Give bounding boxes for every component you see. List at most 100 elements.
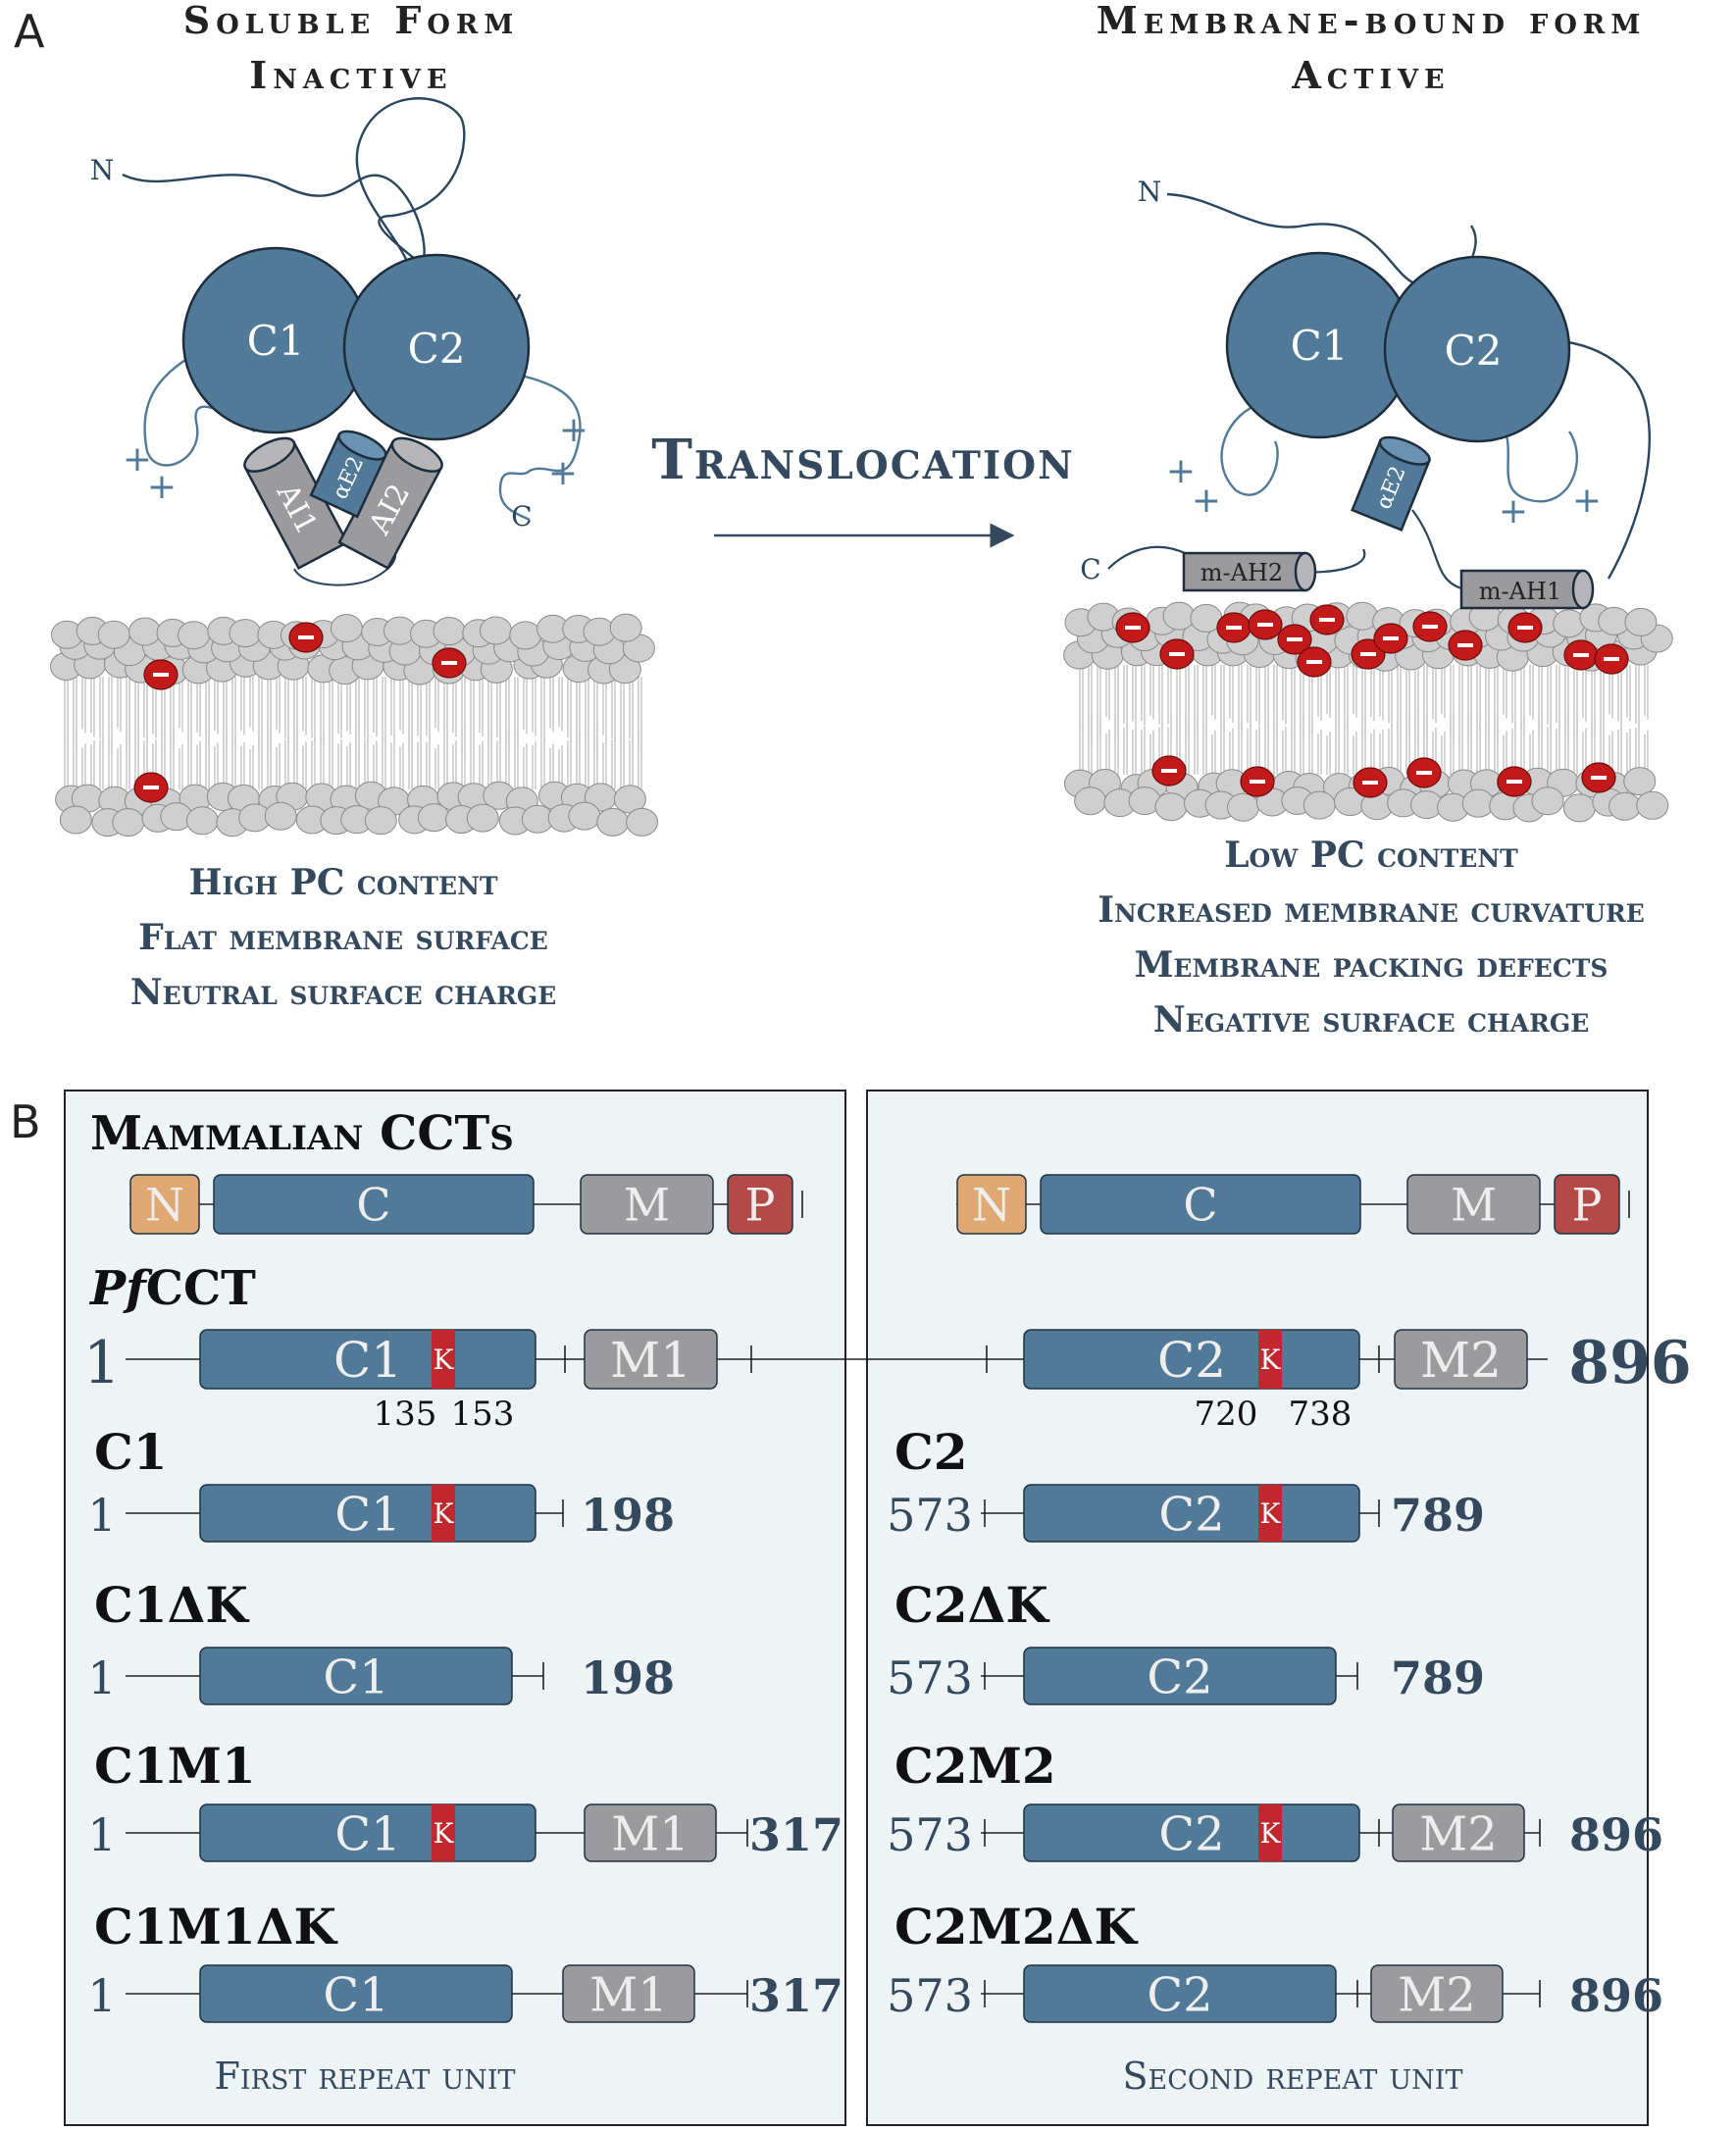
m2-domain xyxy=(1394,1329,1528,1390)
k-motif xyxy=(1258,1330,1282,1389)
second-repeat-label: Second repeat unit xyxy=(1123,2055,1463,2098)
ae2-helix: αE2 xyxy=(1351,435,1431,532)
m-ah1-helix: m-AH1 xyxy=(1459,569,1595,610)
lipid-headgroup xyxy=(1636,790,1669,820)
membrane-right xyxy=(1063,601,1673,823)
lipid-headgroup xyxy=(433,617,466,646)
lipid-tail xyxy=(1282,665,1287,725)
lipid-tail xyxy=(1556,724,1560,775)
lipid-tail xyxy=(108,734,113,789)
lipid-tail xyxy=(487,732,492,789)
lipid-tail xyxy=(284,736,289,789)
lipid-tail xyxy=(108,677,113,745)
lipid-tail xyxy=(602,738,607,789)
lipid-tail xyxy=(73,733,77,789)
lipid-tail xyxy=(1503,731,1507,775)
lipid-headgroup xyxy=(417,803,450,833)
lipid-tail xyxy=(1353,731,1357,775)
c1-domain-label: C1 xyxy=(247,317,305,365)
lipid-tail xyxy=(549,677,554,733)
lipid-tail xyxy=(1511,665,1516,728)
m-domain-label: M xyxy=(624,1179,670,1232)
lipid-tail xyxy=(390,738,395,789)
lipid-headgroup xyxy=(1226,792,1259,822)
plus-sign: + xyxy=(1192,481,1221,521)
minus-sign xyxy=(1125,626,1141,630)
lipid-tail xyxy=(1114,710,1119,775)
lipid-tail xyxy=(1300,716,1304,775)
lipid-tail xyxy=(1503,665,1507,719)
minus-sign xyxy=(143,786,159,789)
lipid-tail xyxy=(179,677,183,733)
end-position: 198 xyxy=(581,1489,675,1542)
end-position: 198 xyxy=(581,1651,675,1704)
k-motif-label: K xyxy=(1260,1817,1282,1850)
lipid-tail xyxy=(1370,665,1375,721)
lipid-tail xyxy=(231,735,236,789)
lipid-tail xyxy=(320,733,325,789)
k-start-position: 720 xyxy=(1195,1395,1258,1434)
end-position: 896 xyxy=(1569,1808,1663,1861)
lipid-tail xyxy=(249,677,254,732)
minus-sign xyxy=(1360,652,1376,656)
lipid-headgroup xyxy=(1461,788,1495,818)
lipid-tail xyxy=(187,677,192,744)
lipid-tail xyxy=(1247,724,1251,775)
c-domain-label: C1 xyxy=(323,1967,388,2022)
lipid-tail xyxy=(231,677,236,744)
lipid-tail xyxy=(540,736,545,789)
lipid-tail xyxy=(373,677,378,736)
p-domain xyxy=(1554,1174,1620,1235)
lipid-tail xyxy=(1467,711,1472,775)
lipid-tail xyxy=(1547,723,1552,775)
lipid-tail xyxy=(602,677,607,739)
minus-sign xyxy=(441,661,457,665)
minus-sign xyxy=(1604,657,1619,661)
c-domain xyxy=(1023,1647,1337,1705)
m1-domain-label: M1 xyxy=(610,1332,691,1389)
construct-name: C2M2ΔK xyxy=(894,1898,1139,1955)
lipid-tail xyxy=(187,735,192,789)
left-property-2: Flat membrane surface xyxy=(138,917,548,958)
m-domain-label: M xyxy=(1451,1179,1497,1232)
start-position: 573 xyxy=(887,1489,973,1542)
plus-sign: + xyxy=(1499,491,1528,532)
start-position: 1 xyxy=(87,1651,116,1704)
lipid-tail xyxy=(1247,665,1251,728)
lipid-tail xyxy=(240,677,245,736)
lipid-tail xyxy=(364,677,369,743)
lipid-tail xyxy=(611,677,616,743)
m2-domain-label: M2 xyxy=(1420,1332,1502,1389)
start-position: 573 xyxy=(887,1808,973,1861)
lipid-tail xyxy=(417,737,422,789)
lipid-tail xyxy=(81,677,86,734)
minus-sign xyxy=(1506,780,1522,784)
lipid-tail xyxy=(1556,665,1560,727)
c2-domain-label: C2 xyxy=(1445,327,1503,375)
c2-domain-label: C2 xyxy=(1157,1332,1226,1389)
lipid-tail xyxy=(1132,726,1137,775)
construct-name: C2M2 xyxy=(894,1737,1056,1795)
lipid-tail xyxy=(170,731,175,789)
lipid-tail xyxy=(1538,716,1543,775)
lipid-tail xyxy=(470,735,475,789)
m-domain-label: M2 xyxy=(1419,1806,1498,1861)
lipid-tail xyxy=(514,731,519,789)
lipid-tail xyxy=(1388,665,1393,728)
minus-sign xyxy=(1226,626,1242,630)
lipid-headgroup xyxy=(609,613,642,642)
m-domain xyxy=(584,1803,717,1862)
c-domain-label: C xyxy=(1183,1179,1217,1232)
lipid-tail xyxy=(1158,665,1163,729)
ai1-helix: AI1 xyxy=(243,436,349,571)
lipid-tail xyxy=(249,744,254,789)
lipid-tail xyxy=(346,741,351,789)
construct-name: C1 xyxy=(94,1423,168,1481)
lipid-tail xyxy=(364,736,369,789)
lipid-tail xyxy=(496,736,501,789)
lipid-headgroup xyxy=(178,621,211,650)
lipid-tail xyxy=(1220,665,1225,732)
c-domain-label: C2 xyxy=(1158,1806,1224,1861)
construct-name: C1M1ΔK xyxy=(94,1898,338,1955)
lipid-tail xyxy=(117,677,122,733)
